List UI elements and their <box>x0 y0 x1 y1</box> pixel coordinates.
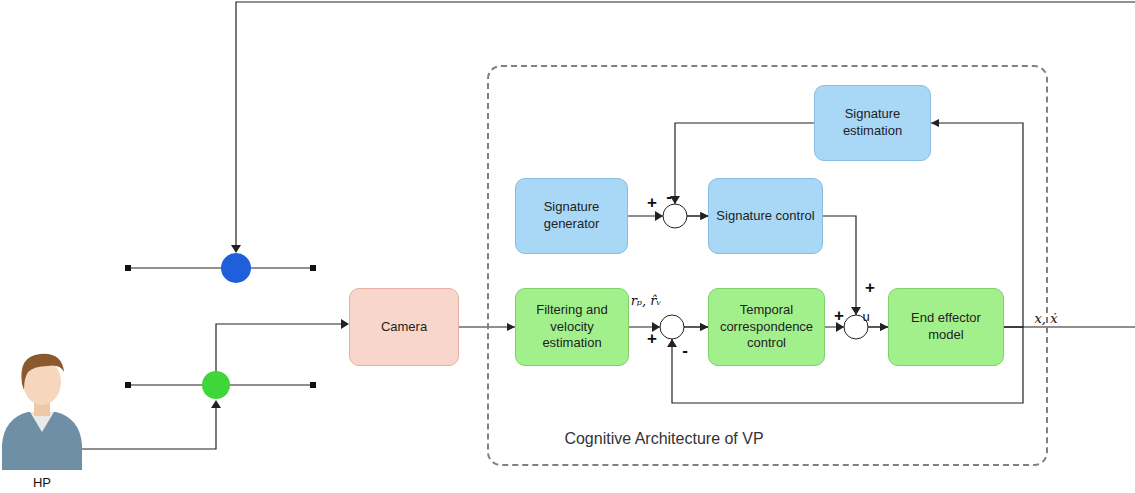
sign-plus: + <box>647 329 657 349</box>
box-text: Signature control <box>712 208 818 225</box>
sign-plus: + <box>834 306 844 326</box>
sign-minus: - <box>666 187 672 207</box>
person-label: HP <box>33 475 51 490</box>
process-box: Signature control <box>708 178 822 254</box>
sign-plus: + <box>647 193 657 213</box>
sensor-box: Camera <box>349 288 459 366</box>
signal-name: x, ẋ <box>1035 311 1058 326</box>
process-box: End effector model <box>888 288 1004 366</box>
box-text: Temporal correspondence control <box>709 302 824 353</box>
sign-minus: - <box>682 341 688 361</box>
process-box: Signature estimation <box>814 85 931 161</box>
box-text: Filtering and velocity estimation <box>516 302 628 353</box>
signal-name: u <box>862 309 869 324</box>
sign-plus: + <box>865 278 875 298</box>
signal-connector <box>823 216 888 327</box>
box-text: Signature estimation <box>815 106 930 140</box>
process-box: Filtering and velocity estimation <box>515 288 629 366</box>
box-text: Camera <box>377 319 431 336</box>
signal-name: rₚ, r̂ᵥ <box>631 293 662 308</box>
group-heading: Cognitive Architecture of VP <box>564 430 763 448</box>
architecture-group: Cognitive Architecture of VP Signature es… <box>487 65 1048 466</box>
box-text: Signature generator <box>516 199 627 233</box>
process-box: Signature generator <box>515 178 628 254</box>
box-text: End effector model <box>889 310 1003 344</box>
process-box: Temporal correspondence control <box>708 288 825 366</box>
